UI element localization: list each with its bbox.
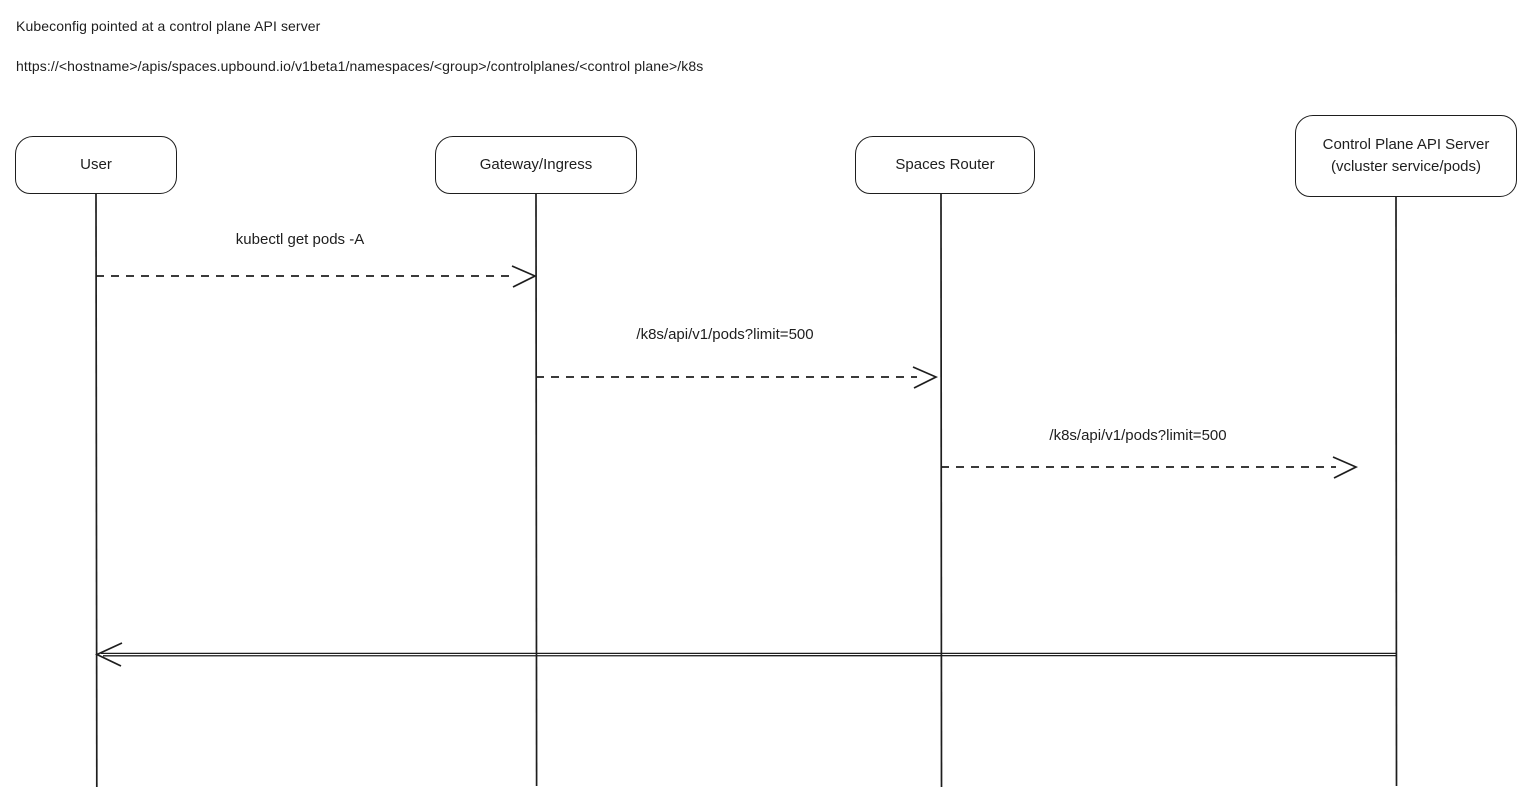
message-2-arrowhead-icon: [912, 366, 939, 389]
message-label-k8s-api-pods-1: /k8s/api/v1/pods?limit=500: [636, 326, 814, 343]
message-4-arrowhead-icon: [95, 642, 123, 667]
lifeline-gateway-ingress: [535, 193, 538, 787]
actor-label-spaces-router: Spaces Router: [895, 156, 995, 173]
actor-label-control-plane: Control Plane API Server: [1322, 136, 1490, 153]
message-label-kubectl-get-pods: kubectl get pods -A: [235, 231, 365, 248]
actor-label-user: User: [80, 156, 112, 173]
actor-sublabel-control-plane: (vcluster service/pods): [1330, 158, 1482, 175]
actor-box-user: User: [15, 136, 177, 194]
lifeline-control-plane: [1395, 196, 1398, 787]
lifeline-spaces-router: [940, 193, 943, 788]
diagram-url-text: https://<hostname>/apis/spaces.upbound.i…: [16, 58, 704, 74]
message-1-arrowhead-icon: [511, 265, 538, 288]
message-label-k8s-api-pods-2: /k8s/api/v1/pods?limit=500: [1049, 427, 1227, 444]
message-3-arrowhead-icon: [1332, 456, 1359, 479]
actor-box-spaces-router: Spaces Router: [855, 136, 1035, 194]
actor-box-gateway-ingress: Gateway/Ingress: [435, 136, 637, 194]
lifeline-user: [95, 193, 98, 788]
actor-box-control-plane-api-server: Control Plane API Server (vcluster servi…: [1295, 115, 1517, 197]
actor-label-gateway-ingress: Gateway/Ingress: [479, 156, 593, 173]
diagram-title: Kubeconfig pointed at a control plane AP…: [16, 18, 321, 34]
